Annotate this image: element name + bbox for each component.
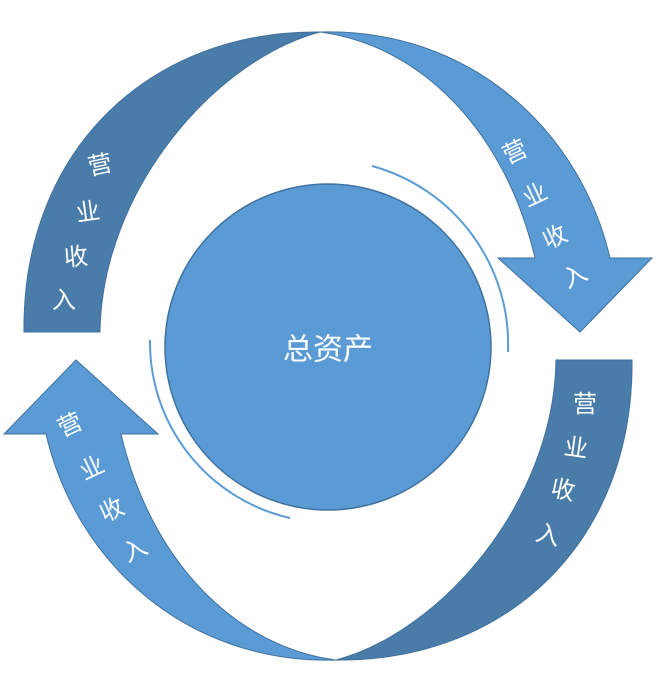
- label-char: 收: [63, 242, 89, 272]
- top-arrow: [23, 31, 654, 333]
- bottom-arrow: [2, 359, 633, 661]
- label-char: 营: [573, 390, 597, 418]
- label-char: 业: [74, 196, 102, 227]
- label-char: 营: [85, 149, 114, 181]
- top-arrow-front-band: [319, 31, 654, 333]
- center-label: 总资产: [283, 333, 373, 368]
- label-char: 业: [562, 432, 590, 463]
- label-char: 收: [548, 474, 577, 506]
- upper-right-arc-line: [371, 165, 510, 353]
- top-arrow-back-band: [23, 31, 321, 333]
- bottom-arrow-front-band: [2, 359, 337, 661]
- lower-left-arc-line: [148, 339, 291, 519]
- total-assets-circle: [164, 183, 492, 511]
- bottom-arrow-back-band: [335, 359, 633, 661]
- left-arrow-label: 营 业 收 入: [52, 149, 115, 314]
- label-char: 入: [52, 286, 76, 314]
